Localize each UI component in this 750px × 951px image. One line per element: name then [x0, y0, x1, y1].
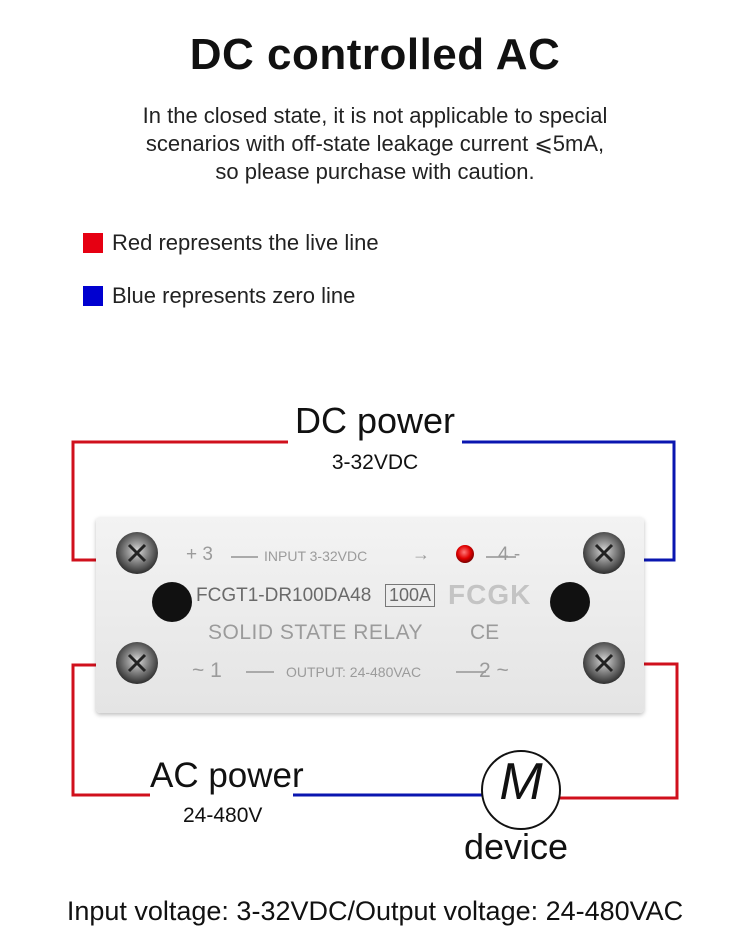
solid-state-relay: + 3 INPUT 3-32VDC → 4 - FCGT1-DR100DA48 …: [96, 517, 644, 713]
motor-symbol: M: [499, 753, 543, 811]
brand-logo: FCGK: [448, 579, 532, 610]
screw-terminal-4: [583, 532, 625, 574]
screw-terminal-3: [116, 532, 158, 574]
current-rating: 100A: [385, 584, 436, 607]
status-led: [456, 545, 474, 563]
red-swatch: [83, 233, 103, 253]
model-number: FCGT1-DR100DA48: [196, 585, 372, 606]
screw-terminal-2: [583, 642, 625, 684]
screw-terminal-1: [116, 642, 158, 684]
input-arrow: →: [412, 544, 430, 564]
blue-swatch: [83, 286, 103, 306]
dc-power-range: 3-32VDC: [331, 451, 419, 474]
legend-zero-line: Blue represents zero line: [83, 283, 355, 309]
note-line-3: so please purchase with caution.: [215, 159, 535, 184]
relay-type-label: SOLID STATE RELAY: [208, 621, 424, 644]
ac-power-range: 24-480V: [183, 804, 263, 827]
output-terminal-1-label: ~ 1: [192, 659, 222, 682]
note-line-2: scenarios with off-state leakage current…: [145, 131, 605, 156]
legend-live-label: Red represents the live line: [112, 230, 379, 255]
negative-terminal-label: 4 -: [498, 544, 521, 565]
input-terminal-label: + 3: [186, 544, 213, 565]
ce-mark: CE: [470, 621, 500, 644]
motor-circle: [481, 750, 561, 830]
leakage-note: In the closed state, it is not applicabl…: [75, 102, 675, 186]
note-line-1: In the closed state, it is not applicabl…: [142, 103, 608, 128]
voltage-footer: Input voltage: 3-32VDC/Output voltage: 2…: [66, 896, 684, 926]
ac-live-wire-right: [559, 662, 679, 800]
input-rating-label: INPUT 3-32VDC: [264, 548, 368, 564]
device-label: device: [464, 826, 569, 867]
relay-hardware: [116, 532, 625, 684]
page-title: DC controlled AC: [189, 30, 561, 79]
ac-power-title: AC power: [150, 756, 304, 795]
legend-live-line: Red represents the live line: [83, 230, 379, 256]
mounting-hole-left: [152, 582, 192, 622]
output-terminal-2-label: 2 ~: [479, 659, 509, 682]
output-rating-label: OUTPUT: 24-480VAC: [286, 664, 422, 680]
dc-negative-wire: [462, 440, 676, 562]
mounting-hole-right: [550, 582, 590, 622]
legend-zero-label: Blue represents zero line: [112, 283, 356, 308]
dc-power-title: DC power: [294, 400, 456, 441]
